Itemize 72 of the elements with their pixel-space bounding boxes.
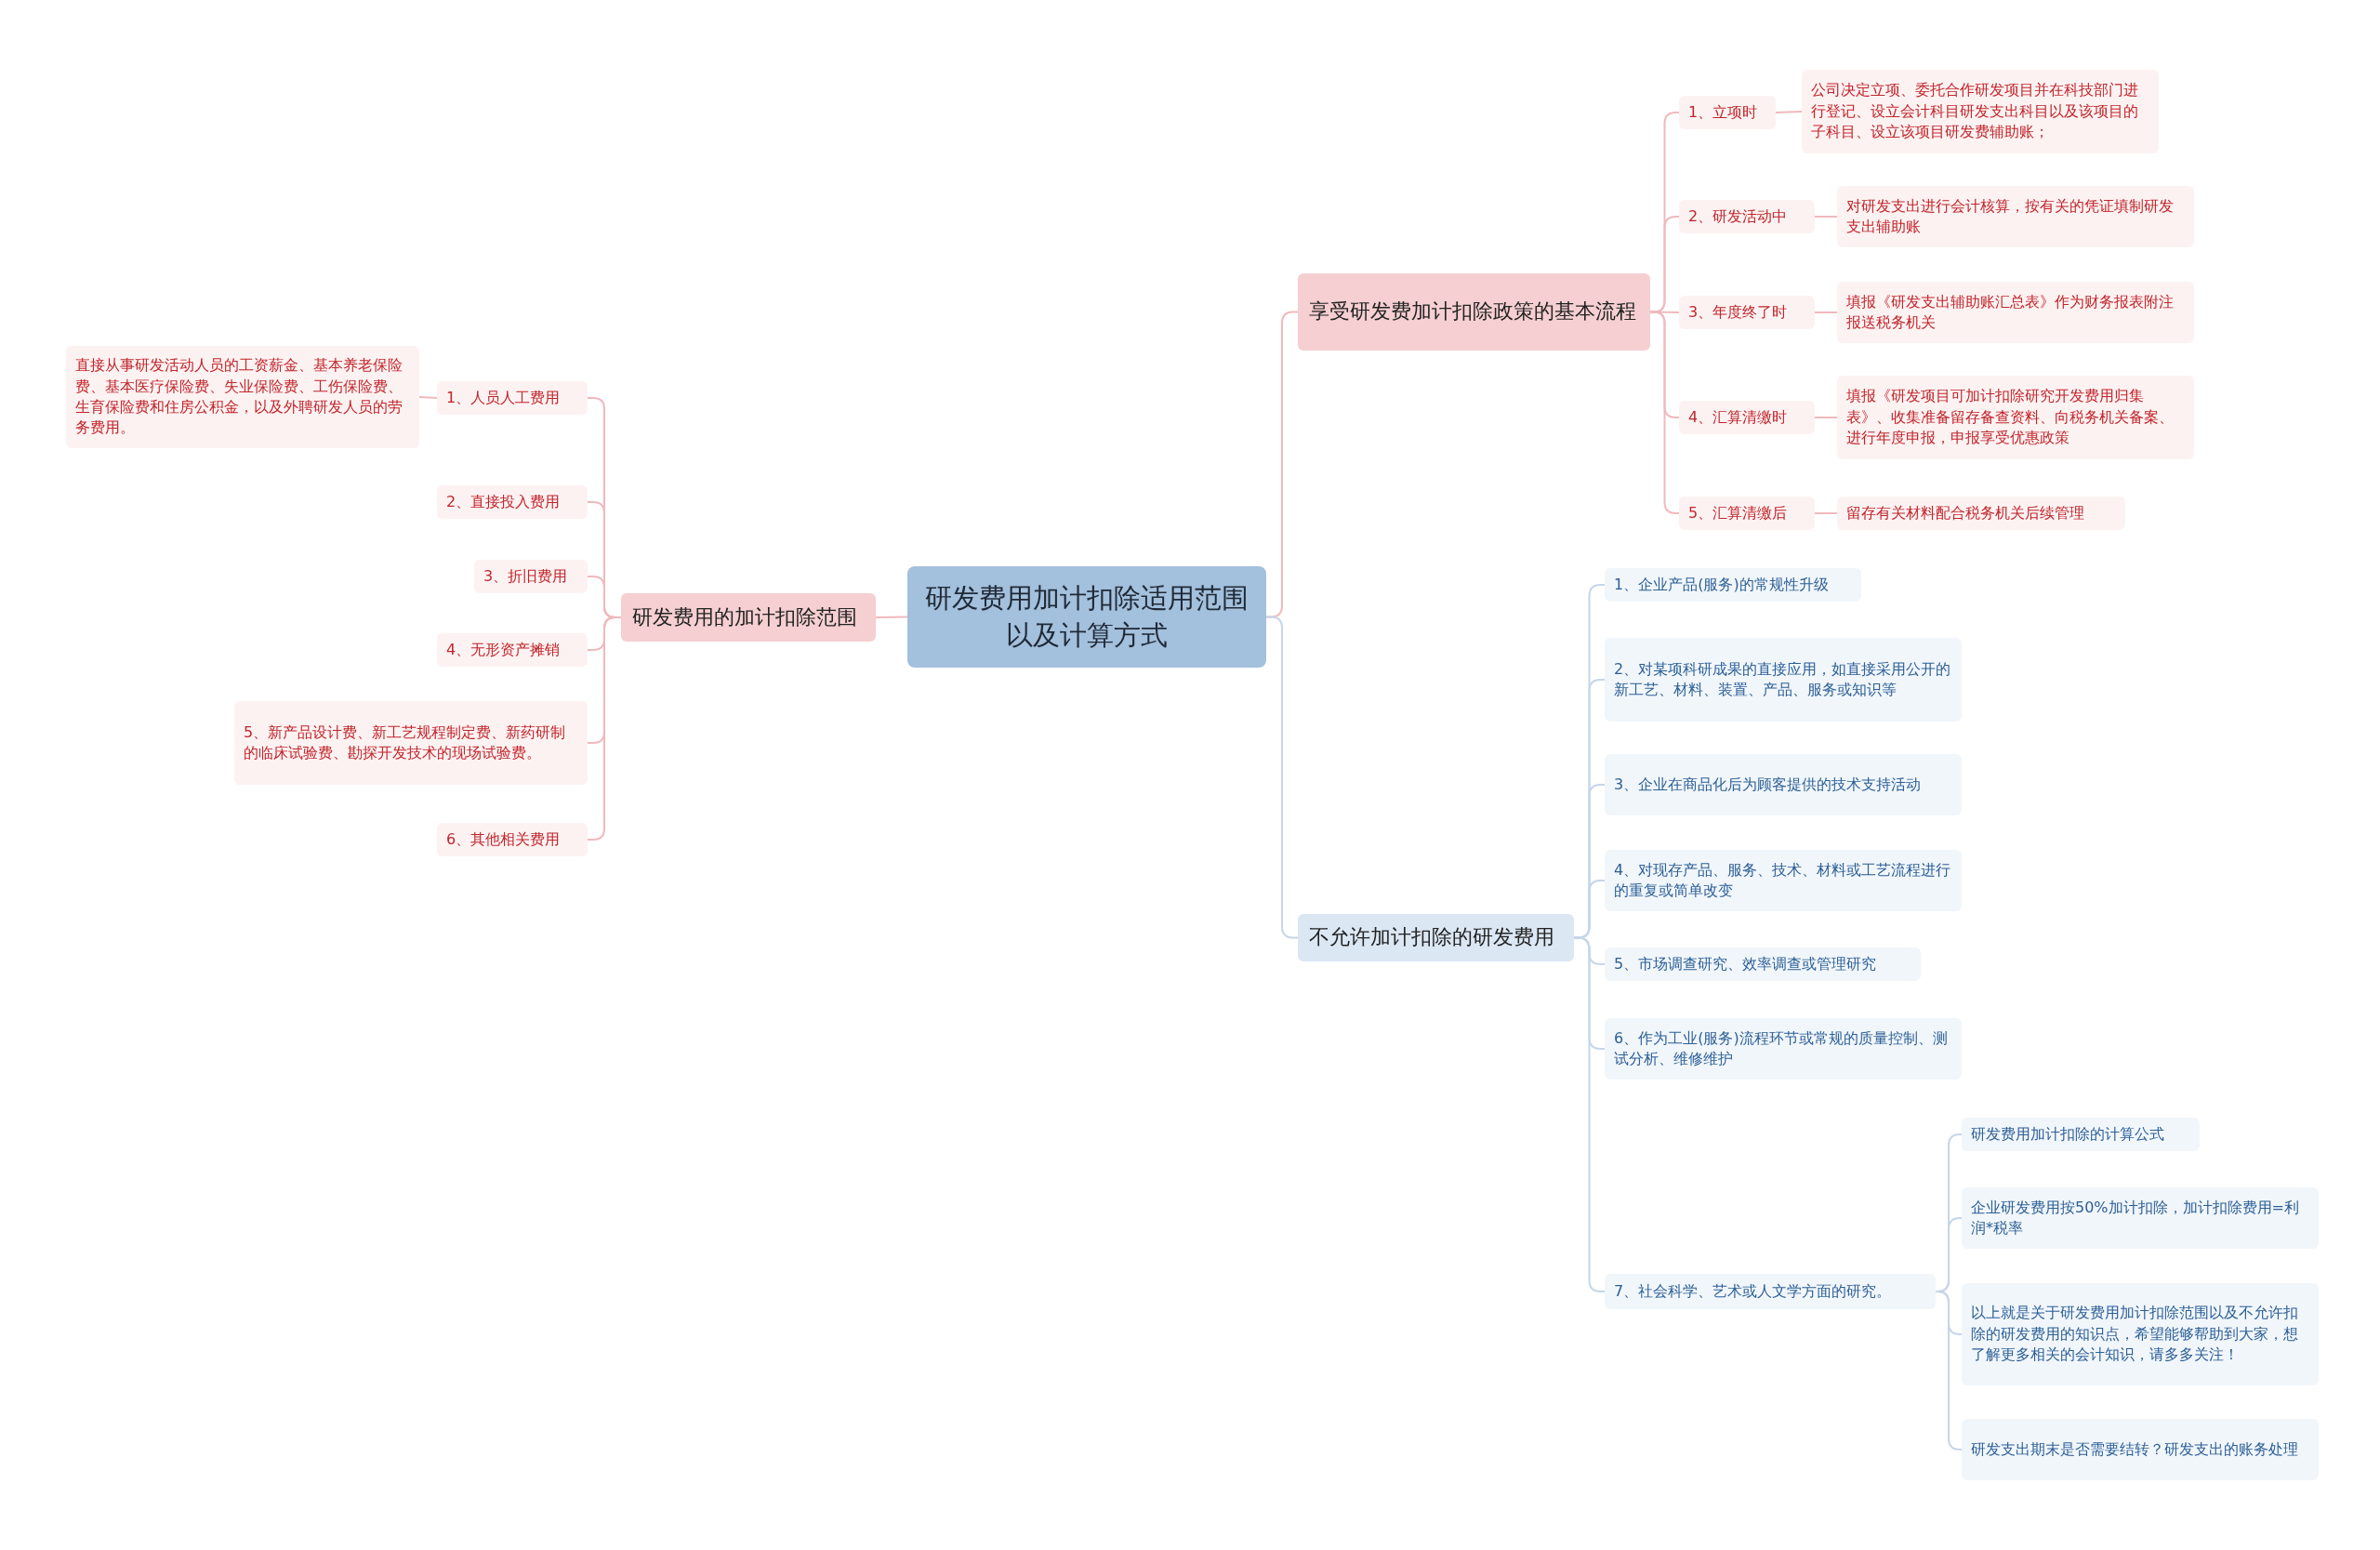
subtopic-box — [1837, 282, 2194, 343]
topic-text: 6、作为工业(服务)流程环节或常规的质量控制、测试分析、维修维护 — [1614, 1027, 1949, 1069]
central-topic — [907, 566, 1266, 668]
subtopic-box — [1837, 497, 2125, 530]
topic-text: 2、研发活动中 — [1688, 205, 1789, 227]
connector-line — [1814, 216, 1838, 218]
topic-text: 研发支出期末是否需要结转？研发支出的账务处理 — [1971, 1438, 2299, 1460]
topic-text: 4、无形资产摊销 — [446, 639, 562, 660]
subtopic-box — [1605, 1018, 1962, 1080]
connector-line — [1814, 311, 1838, 313]
topic-text: 对研发支出进行会计核算，按有关的凭证填制研发支出辅助账 — [1846, 195, 2175, 237]
branch-topic — [1298, 273, 1650, 351]
topic-text: 企业研发费用按50%加计扣除，加计扣除费用=利润*税率 — [1971, 1197, 2300, 1239]
connector-line — [1814, 417, 1838, 418]
topic-text: 2、对某项科研成果的直接应用，如直接采用公开的新工艺、材料、装置、产品、服务或知识等 — [1614, 658, 1952, 700]
topic-text: 填报《研发项目可加计扣除研究开发费用归集表》、收集准备留存备查资料、向税务机关备案、进行年度申报，申报享受优惠政策 — [1846, 386, 2175, 449]
topic-text: 3、折旧费用 — [483, 565, 569, 587]
topic-text: 5、汇算清缴后 — [1688, 502, 1789, 523]
subtopic-box — [1605, 1274, 1936, 1309]
topic-text: 4、汇算清缴时 — [1688, 406, 1789, 428]
subtopic-box — [234, 701, 588, 785]
subtopic-box — [1679, 296, 1815, 329]
subtopic-box — [1605, 638, 1962, 722]
topic-text: 研发费用加计扣除适用范围以及计算方式 — [924, 581, 1250, 653]
subtopic-box — [1837, 376, 2194, 459]
topic-text: 3、年度终了时 — [1688, 301, 1789, 323]
branch-topic — [621, 593, 876, 642]
subtopic-box — [1605, 568, 1861, 602]
connector-line — [1775, 111, 1803, 113]
branch-topic — [1298, 914, 1574, 961]
subtopic-box — [1679, 497, 1815, 530]
subtopic-box — [1605, 850, 1962, 911]
topic-text: 填报《研发支出辅助账汇总表》作为财务报表附注报送税务机关 — [1846, 291, 2175, 333]
subtopic-box — [437, 381, 588, 415]
topic-text: 2、直接投入费用 — [446, 491, 562, 512]
connector-line — [1814, 512, 1838, 514]
topic-text: 享受研发费加计扣除政策的基本流程 — [1309, 298, 1637, 325]
subtopic-box — [66, 346, 419, 448]
subtopic-box — [437, 633, 588, 667]
topic-text: 研发费用的加计扣除范围 — [632, 603, 858, 630]
subtopic-box — [1605, 754, 1962, 815]
topic-text: 1、企业产品(服务)的常规性升级 — [1614, 574, 1830, 595]
subtopic-box — [1837, 186, 2194, 247]
subtopic-box — [1962, 1283, 2319, 1385]
subtopic-box — [1962, 1187, 2319, 1249]
topic-text: 5、市场调查研究、效率调查或管理研究 — [1614, 953, 1878, 974]
connector-line — [418, 396, 438, 399]
topic-text: 7、社会科学、艺术或人文学方面的研究。 — [1614, 1280, 1893, 1302]
topic-text: 直接从事研发活动人员的工资薪金、基本养老保险费、基本医疗保险费、失业保险费、工伤保险费、生育保险费和住房公积金，以及外聘研发人员的劳务费用。 — [75, 355, 403, 439]
topic-text: 不允许加计扣除的研发费用 — [1309, 924, 1555, 951]
connector-line — [875, 616, 908, 618]
topic-text: 6、其他相关费用 — [446, 828, 562, 850]
subtopic-box — [474, 560, 588, 593]
subtopic-box — [1679, 401, 1815, 434]
topic-text: 研发费用加计扣除的计算公式 — [1971, 1123, 2165, 1145]
topic-text: 3、企业在商品化后为顾客提供的技术支持活动 — [1614, 774, 1923, 795]
subtopic-box — [1605, 947, 1921, 981]
topic-text: 5、新产品设计费、新工艺规程制定费、新药研制的临床试验费、勘探开发技术的现场试验费。 — [244, 722, 567, 763]
subtopic-box — [1679, 200, 1815, 233]
topic-text: 4、对现存产品、服务、技术、材料或工艺流程进行的重复或简单改变 — [1614, 859, 1952, 901]
topic-text: 1、立项时 — [1688, 101, 1759, 123]
topic-text: 公司决定立项、委托合作研发项目并在科技部门进行登记、设立会计科目研发支出科目以及该项目的子科目、设立该项目研发费辅助账； — [1811, 80, 2139, 143]
connector-line — [1649, 311, 1680, 514]
topic-text: 留存有关材料配合税务机关后续管理 — [1846, 502, 2085, 523]
topic-text: 1、人员人工费用 — [446, 387, 562, 408]
subtopic-box — [437, 485, 588, 519]
topic-text: 以上就是关于研发费用加计扣除范围以及不允许扣除的研发费用的知识点，希望能够帮助到大家，想了解更多相关的会计知识，请多多关注！ — [1971, 1303, 2299, 1366]
subtopic-box — [437, 823, 588, 856]
subtopic-box — [1679, 96, 1776, 129]
subtopic-box — [1802, 70, 2159, 153]
subtopic-box — [1962, 1419, 2319, 1480]
subtopic-box — [1962, 1118, 2200, 1151]
